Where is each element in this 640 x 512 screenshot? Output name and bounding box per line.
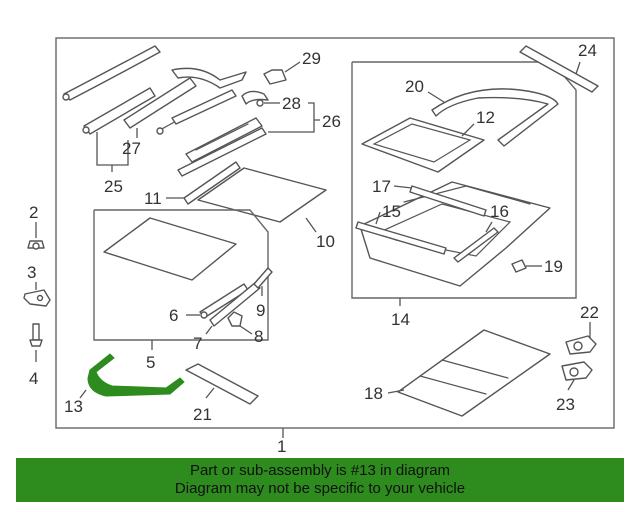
part-18-sunshade[interactable] bbox=[397, 329, 551, 417]
part-19-clip[interactable] bbox=[511, 259, 527, 273]
callout-6[interactable]: 6 bbox=[169, 306, 178, 325]
part-3-bracket[interactable] bbox=[23, 282, 51, 307]
callout-8[interactable]: 8 bbox=[254, 327, 263, 346]
lead-line-7 bbox=[205, 325, 213, 335]
lead-line-24 bbox=[575, 61, 581, 75]
callout-10[interactable]: 10 bbox=[316, 232, 335, 251]
callout-26[interactable]: 26 bbox=[322, 112, 341, 131]
lead-line-20 bbox=[427, 91, 445, 103]
part-22-motor[interactable] bbox=[565, 335, 597, 355]
part-5-glass-panel[interactable] bbox=[103, 217, 237, 281]
parts-diagram: 1 2 3 4 27 25 29 bbox=[23, 37, 615, 456]
lead-line-17 bbox=[393, 185, 413, 189]
part-14-sunroof-frame[interactable] bbox=[359, 181, 551, 287]
part-7-rail[interactable] bbox=[209, 281, 261, 327]
part-25-drain-hose[interactable] bbox=[62, 45, 161, 135]
part-20-seal[interactable] bbox=[431, 88, 559, 147]
callout-25[interactable]: 25 bbox=[104, 177, 123, 196]
part-info-banner: Part or sub-assembly is #13 in diagram D… bbox=[16, 458, 624, 502]
part-21-rail[interactable] bbox=[185, 363, 259, 405]
part-9-link[interactable] bbox=[253, 267, 273, 289]
part-4-bolt[interactable] bbox=[29, 323, 43, 362]
callout-23[interactable]: 23 bbox=[556, 395, 575, 414]
callout-4[interactable]: 4 bbox=[29, 369, 38, 388]
part-8-bracket[interactable] bbox=[227, 311, 243, 327]
callout-19[interactable]: 19 bbox=[544, 257, 563, 276]
callout-29[interactable]: 29 bbox=[302, 49, 321, 68]
callout-15[interactable]: 15 bbox=[382, 202, 401, 221]
lead-line-10 bbox=[305, 217, 317, 233]
banner-line-part: Part or sub-assembly is #13 in diagram bbox=[189, 462, 451, 479]
callout-22[interactable]: 22 bbox=[580, 303, 599, 322]
part-2-nut[interactable] bbox=[27, 222, 45, 250]
callout-7[interactable]: 7 bbox=[193, 334, 202, 353]
lead-lines-26 bbox=[268, 102, 320, 133]
part-11-rail[interactable] bbox=[183, 161, 241, 205]
lead-line-13 bbox=[79, 389, 87, 399]
callout-27[interactable]: 27 bbox=[122, 139, 141, 158]
lead-line-21 bbox=[205, 387, 215, 399]
part-17-rail[interactable] bbox=[409, 185, 487, 217]
part-28-hose[interactable] bbox=[241, 90, 280, 107]
part-24-trim-strip[interactable] bbox=[519, 45, 599, 93]
lead-line-16 bbox=[485, 221, 493, 233]
part-16-rail[interactable] bbox=[453, 227, 499, 263]
callout-3[interactable]: 3 bbox=[27, 263, 36, 282]
part-27-cable[interactable] bbox=[123, 67, 247, 135]
part-23-motor[interactable] bbox=[561, 361, 593, 381]
callout-11[interactable]: 11 bbox=[144, 189, 162, 208]
lead-line-18 bbox=[387, 389, 405, 394]
subassembly-14-frame bbox=[351, 61, 577, 299]
callout-17[interactable]: 17 bbox=[372, 177, 391, 196]
part-13-highlight[interactable] bbox=[87, 353, 185, 397]
callout-14[interactable]: 14 bbox=[391, 310, 410, 329]
callout-12[interactable]: 12 bbox=[476, 108, 495, 127]
assembly-frame bbox=[55, 37, 615, 429]
callout-28[interactable]: 28 bbox=[282, 94, 301, 113]
callout-24[interactable]: 24 bbox=[578, 41, 597, 60]
part-26-seal[interactable] bbox=[177, 117, 267, 177]
lead-line-15 bbox=[375, 211, 381, 225]
callout-16[interactable]: 16 bbox=[490, 202, 509, 221]
part-12-glass-frame[interactable] bbox=[361, 117, 485, 173]
callout-21[interactable]: 21 bbox=[193, 405, 212, 424]
part-29-clip[interactable] bbox=[263, 61, 301, 85]
lead-line-12 bbox=[461, 123, 475, 137]
callout-18[interactable]: 18 bbox=[364, 384, 383, 403]
callout-20[interactable]: 20 bbox=[405, 77, 424, 96]
lead-line-8 bbox=[239, 325, 253, 335]
callout-1[interactable]: 1 bbox=[277, 437, 286, 456]
part-10-glass-panel[interactable] bbox=[197, 167, 327, 223]
subassembly-5-frame bbox=[93, 209, 269, 341]
callout-5[interactable]: 5 bbox=[146, 353, 155, 372]
part-15-rail[interactable] bbox=[355, 221, 447, 255]
callout-9[interactable]: 9 bbox=[256, 301, 265, 320]
lead-line-23 bbox=[567, 379, 575, 391]
callout-2[interactable]: 2 bbox=[29, 203, 38, 222]
banner-line-disclaimer: Diagram may not be specific to your vehi… bbox=[174, 480, 466, 497]
part-13-wind-deflector[interactable] bbox=[87, 353, 185, 397]
callout-13[interactable]: 13 bbox=[64, 397, 83, 416]
